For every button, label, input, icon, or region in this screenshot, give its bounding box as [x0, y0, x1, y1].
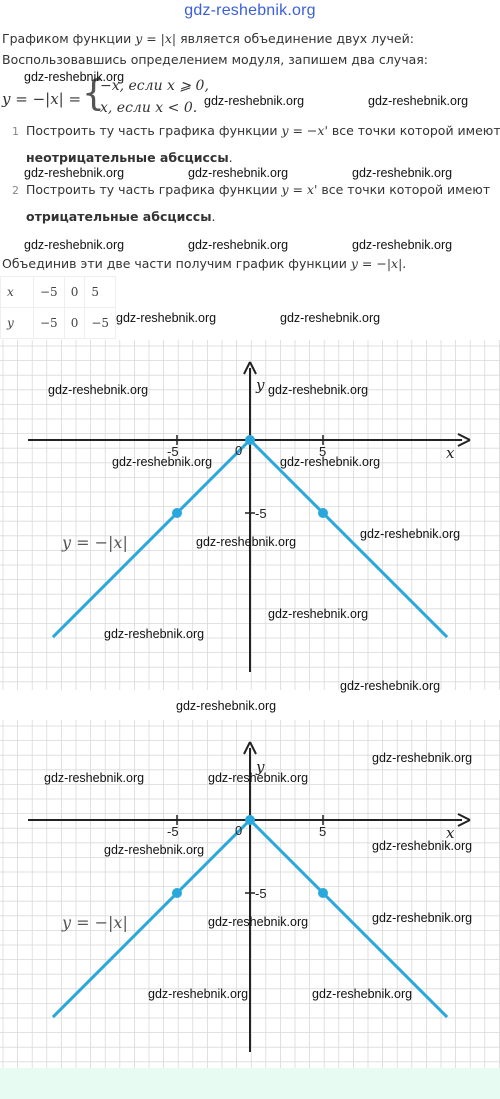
combine-text: Объединив эти две части получим график ф… — [2, 256, 347, 271]
step-1-number: 1 — [12, 125, 19, 138]
step-2-math: y = x' — [281, 182, 318, 197]
step-1-emphasis: неотрицательные абсциссы. — [26, 150, 233, 165]
data-point — [172, 888, 182, 898]
y-axis-arrow-icon — [243, 741, 257, 755]
definition-line: Воспользовавшись определением модуля, за… — [2, 52, 428, 67]
function-label: y = −|x| — [61, 533, 128, 552]
x-tick-label-pos5: 5 — [319, 444, 326, 459]
watermark: gdz-reshebnik.org — [268, 383, 369, 397]
origin-label: 0 — [235, 823, 242, 838]
watermark: gdz-reshebnik.org — [280, 455, 381, 469]
formula-lhs: y = −|x| = — [2, 90, 82, 108]
origin-label: 0 — [235, 443, 242, 458]
y-axis-arrow-icon — [243, 361, 257, 375]
watermark: gdz-reshebnik.org — [188, 166, 289, 180]
watermark: gdz-reshebnik.org — [340, 679, 441, 693]
step-1-bold: неотрицательные абсциссы — [26, 150, 229, 165]
data-point — [245, 435, 255, 445]
watermark: gdz-reshebnik.org — [148, 987, 249, 1001]
function-graph-1: x y 0 -5 5 -5 y = −|x| — [0, 340, 500, 690]
watermark: gdz-reshebnik.org — [24, 166, 125, 180]
watermark: gdz-reshebnik.org — [208, 915, 309, 929]
watermark: gdz-reshebnik.org — [104, 843, 205, 857]
intro-line: Графиком функции y = |x| является объеди… — [2, 31, 414, 46]
watermark: gdz-reshebnik.org — [312, 987, 413, 1001]
watermark: gdz-reshebnik.org — [24, 70, 125, 84]
table-cell: −5 — [33, 276, 65, 308]
y-axis-label: y — [255, 376, 265, 394]
x-tick-label-neg5: -5 — [167, 824, 179, 839]
watermark: gdz-reshebnik.org — [104, 627, 205, 641]
intro-text-before: Графиком функции — [2, 31, 132, 46]
step-2-emphasis: отрицательные абсциссы. — [26, 209, 216, 224]
x-tick-label-pos5: 5 — [319, 824, 326, 839]
watermark: gdz-reshebnik.org — [116, 311, 217, 325]
step-1-text-before: Построить ту часть графика функции — [26, 123, 278, 138]
y-axis-label: y — [255, 758, 265, 776]
intro-text-after: является объединение двух лучей: — [180, 31, 414, 46]
data-point — [318, 888, 328, 898]
watermark: gdz-reshebnik.org — [372, 839, 473, 853]
step-2-text-before: Построить ту часть графика функции — [26, 182, 278, 197]
watermark: gdz-reshebnik.org — [368, 94, 469, 108]
watermark: gdz-reshebnik.org — [176, 699, 277, 713]
table-cell: −5 — [33, 307, 65, 339]
watermark: gdz-reshebnik.org — [352, 238, 453, 252]
watermark: gdz-reshebnik.org — [208, 771, 309, 785]
function-label: y = −|x| — [61, 913, 128, 932]
y-tick-label-neg5: -5 — [255, 886, 267, 901]
site-title[interactable]: gdz-reshebnik.org — [184, 2, 316, 19]
formula-case-2: x, если x < 0. — [100, 100, 198, 116]
step-1-math: y = −x' — [281, 123, 328, 138]
x-axis-arrow-icon — [457, 433, 471, 447]
table-header-cell: x — [0, 276, 34, 308]
table-cell: 0 — [63, 307, 86, 339]
watermark: gdz-reshebnik.org — [24, 238, 125, 252]
watermark: gdz-reshebnik.org — [280, 311, 381, 325]
watermark: gdz-reshebnik.org — [204, 94, 305, 108]
watermark: gdz-reshebnik.org — [360, 527, 461, 541]
data-point — [318, 508, 328, 518]
step-1-dot: . — [228, 150, 233, 165]
watermark: gdz-reshebnik.org — [372, 911, 473, 925]
x-axis-arrow-icon — [457, 813, 471, 827]
watermark: gdz-reshebnik.org — [188, 238, 289, 252]
bottom-banner — [0, 1068, 500, 1099]
watermark: gdz-reshebnik.org — [44, 771, 145, 785]
watermark: gdz-reshebnik.org — [196, 535, 297, 549]
x-axis-label: x — [446, 444, 455, 462]
intro-math: y = |x| — [135, 31, 177, 46]
value-table: x −5 0 5 y −5 0 −5 — [0, 276, 117, 339]
data-point — [172, 508, 182, 518]
table-cell: −5 — [84, 307, 117, 339]
step-1-text-after: все точки которой имеют — [331, 123, 500, 138]
step-2-text-after: все точки которой имеют — [321, 182, 491, 197]
formula-case-1: −x, если x ⩾ 0, — [100, 78, 209, 94]
table-cell: 5 — [84, 276, 117, 308]
combine-dot: . — [402, 256, 407, 271]
step-2-number: 2 — [12, 184, 19, 197]
watermark: gdz-reshebnik.org — [352, 166, 453, 180]
step-2-text: Построить ту часть графика функции y = x… — [26, 182, 490, 197]
table-row: x −5 0 5 — [0, 276, 117, 308]
watermark: gdz-reshebnik.org — [48, 383, 149, 397]
watermark: gdz-reshebnik.org — [372, 751, 473, 765]
x-axis-label: x — [446, 824, 455, 842]
watermark: gdz-reshebnik.org — [112, 455, 213, 469]
combine-line: Объединив эти две части получим график ф… — [2, 256, 406, 271]
brace-icon: { — [82, 73, 105, 114]
watermark: gdz-reshebnik.org — [268, 607, 369, 621]
data-point — [245, 815, 255, 825]
step-2-dot: . — [211, 209, 216, 224]
function-graph-2: x y 0 -5 5 -5 y = −|x| — [0, 720, 500, 1070]
table-cell: 0 — [63, 276, 86, 308]
x-tick-label-neg5: -5 — [167, 444, 179, 459]
table-row: y −5 0 −5 — [0, 307, 117, 339]
step-1-text: Построить ту часть графика функции y = −… — [26, 123, 500, 138]
combine-math: y = −|x| — [350, 256, 403, 271]
step-2-bold: отрицательные абсциссы — [26, 209, 212, 224]
table-header-cell: y — [0, 307, 34, 339]
y-tick-label-neg5: -5 — [255, 506, 267, 521]
